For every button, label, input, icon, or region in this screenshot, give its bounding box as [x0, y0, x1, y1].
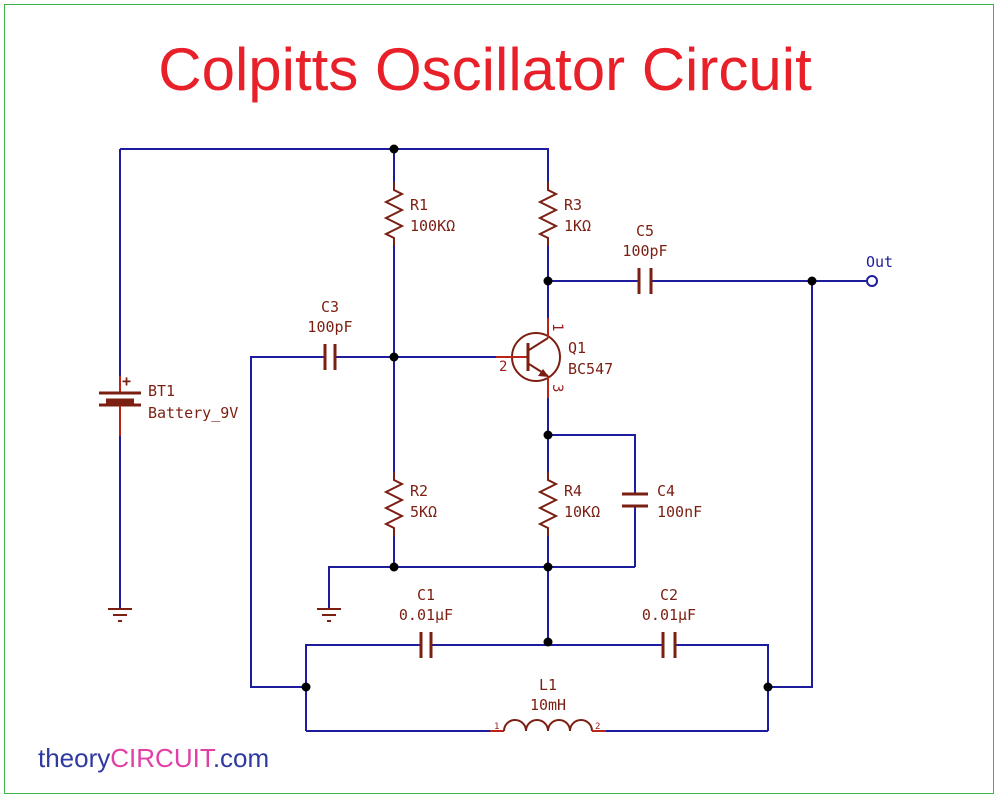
transistor-q1 — [496, 318, 561, 398]
watermark-part-c: .com — [212, 743, 270, 773]
c2-value: 0.01μF — [642, 606, 696, 624]
junction-dot — [543, 562, 553, 572]
r3-value: 1KΩ — [564, 217, 591, 235]
junction-dot — [389, 352, 399, 362]
battery-plus-sign: + — [122, 372, 131, 390]
r4-value: 10KΩ — [564, 503, 600, 521]
r1-value: 100KΩ — [410, 217, 455, 235]
wire-tank-top-right — [676, 644, 769, 731]
c5-value: 100pF — [622, 242, 667, 260]
r2-ref: R2 — [410, 482, 428, 500]
junction-dot — [301, 682, 311, 692]
page-frame — [4, 4, 994, 794]
out-label: Out — [866, 253, 893, 271]
capacitor-c5 — [637, 268, 653, 294]
junctions — [301, 144, 817, 692]
watermark-part-b: CIRCUIT — [110, 743, 213, 773]
l1-pin-a: 1 — [494, 722, 499, 732]
r2-value: 5KΩ — [410, 503, 437, 521]
q1-ref: Q1 — [568, 339, 586, 357]
junction-dot — [543, 637, 553, 647]
junction-dot — [389, 562, 399, 572]
component-labels: BT1 Battery_9V R1 100KΩ R3 1KΩ R2 5KΩ R4… — [148, 196, 893, 732]
junction-dot — [389, 144, 399, 154]
c3-value: 100pF — [307, 318, 352, 336]
wire-ground-rail — [328, 566, 635, 608]
r4-ref: R4 — [564, 482, 582, 500]
c2-ref: C2 — [660, 586, 678, 604]
capacitor-c3 — [323, 344, 337, 370]
c5-ref: C5 — [636, 222, 654, 240]
wire-tank-top-left — [305, 644, 420, 731]
c4-ref: C4 — [657, 482, 675, 500]
watermark-part-a: theory — [38, 743, 111, 773]
wire-supply-rail — [120, 148, 549, 182]
capacitor-c4 — [622, 492, 648, 508]
wires — [119, 148, 866, 732]
c1-ref: C1 — [417, 586, 435, 604]
junction-dot — [763, 682, 773, 692]
inductor-l1 — [490, 719, 606, 732]
c1-value: 0.01μF — [399, 606, 453, 624]
wire-c3-left — [250, 356, 324, 688]
r1-ref: R1 — [410, 196, 428, 214]
q1-pin-base: 2 — [499, 359, 507, 375]
junction-dot — [543, 430, 553, 440]
junction-dot — [543, 276, 553, 286]
resistor-r4 — [537, 472, 559, 536]
battery-bt1: + — [99, 372, 141, 436]
ground-symbol-right — [317, 608, 341, 622]
l1-pin-b: 2 — [595, 722, 600, 732]
resistor-r1 — [383, 182, 405, 246]
c3-ref: C3 — [321, 298, 339, 316]
junction-dot — [807, 276, 817, 286]
output-terminal[interactable] — [866, 275, 878, 287]
q1-value: BC547 — [568, 360, 613, 378]
wire-out-feedback — [768, 281, 813, 688]
site-watermark: theoryCIRCUIT.com — [38, 740, 269, 776]
resistor-r2 — [383, 472, 405, 536]
ground-symbol-left — [108, 608, 132, 622]
wire-c4-top — [548, 434, 636, 493]
capacitor-c2 — [661, 632, 677, 658]
resistor-r3 — [537, 182, 559, 246]
r3-ref: R3 — [564, 196, 582, 214]
q1-pin-emitter: 3 — [549, 384, 565, 392]
page-title: Colpitts Oscillator Circuit — [158, 36, 812, 103]
q1-pin-collector: 1 — [549, 323, 565, 331]
bt1-value: Battery_9V — [148, 404, 238, 422]
capacitor-c1 — [419, 632, 433, 658]
c4-value: 100nF — [657, 503, 702, 521]
bt1-ref: BT1 — [148, 382, 175, 400]
l1-value: 10mH — [530, 696, 566, 714]
l1-ref: L1 — [539, 676, 557, 694]
